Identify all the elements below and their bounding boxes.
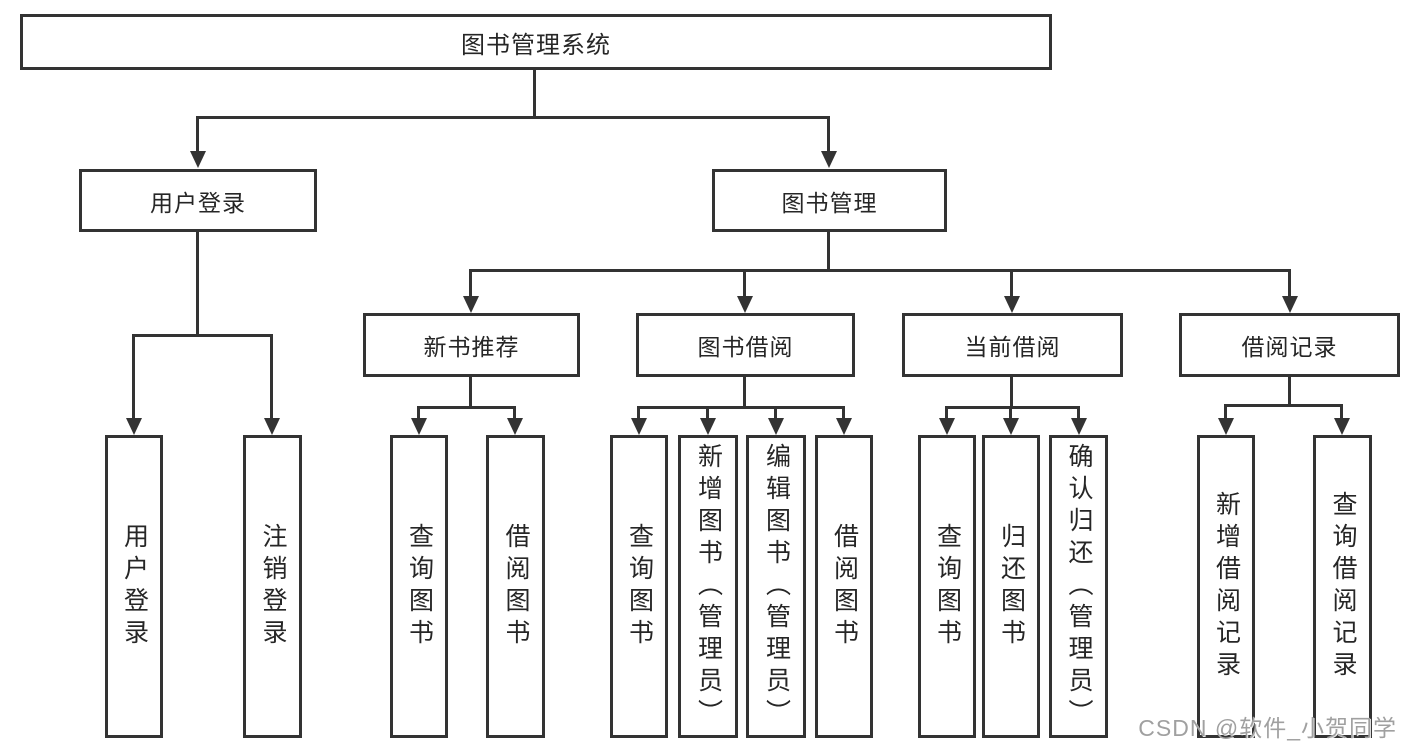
leaf-cb-return-books-label: 归还图书 bbox=[997, 522, 1026, 651]
connector-level2-horizontal bbox=[196, 116, 830, 119]
leaf-nb-borrow-books: 借阅图书 bbox=[486, 435, 545, 738]
node-user-login-label: 用户登录 bbox=[150, 189, 246, 216]
node-root: 图书管理系统 bbox=[20, 14, 1052, 70]
connector-user-login-stem bbox=[196, 232, 199, 336]
connector-arrow-user-login bbox=[196, 116, 199, 151]
connector-borrow-records-stem bbox=[1288, 377, 1291, 406]
node-book-borrow-label: 图书借阅 bbox=[697, 334, 794, 360]
connector-arrow-borrow-records bbox=[1288, 269, 1291, 296]
connector-book-management-stem bbox=[827, 232, 830, 271]
leaf-bb-add-books-admin-label: 新增图书（管理员） bbox=[694, 442, 723, 731]
connector-book-borrow-horizontal bbox=[637, 406, 845, 409]
connector-new-book-stem bbox=[469, 377, 472, 408]
connector-arrow-cb-confirm bbox=[1077, 406, 1080, 418]
connector-arrow-bb-edit bbox=[774, 406, 777, 418]
watermark: CSDN @软件_小贺同学 bbox=[1138, 715, 1397, 741]
connector-arrow-login-leaf bbox=[132, 334, 135, 418]
connector-current-borrow-horizontal bbox=[945, 406, 1079, 409]
leaf-cb-query-books: 查询图书 bbox=[918, 435, 976, 738]
node-user-login: 用户登录 bbox=[79, 169, 317, 232]
leaf-br-add-record: 新增借阅记录 bbox=[1197, 435, 1255, 738]
connector-arrow-logout-leaf bbox=[270, 334, 273, 418]
node-root-label: 图书管理系统 bbox=[461, 31, 611, 59]
connector-user-login-horizontal bbox=[132, 334, 273, 337]
leaf-cb-confirm-return-admin-label: 确认归还（管理员） bbox=[1065, 442, 1093, 731]
node-borrow-records: 借阅记录 bbox=[1179, 313, 1400, 377]
connector-arrow-br-query bbox=[1340, 404, 1343, 418]
leaf-cb-query-books-label: 查询图书 bbox=[933, 522, 962, 651]
node-borrow-records-label: 借阅记录 bbox=[1241, 334, 1338, 360]
connector-arrow-bb-borrow bbox=[842, 406, 845, 418]
leaf-bb-edit-books-admin: 编辑图书（管理员） bbox=[746, 435, 806, 738]
leaf-logout: 注销登录 bbox=[243, 435, 302, 738]
connector-arrow-bb-query bbox=[637, 406, 640, 418]
node-book-management: 图书管理 bbox=[712, 169, 947, 232]
connector-arrow-cb-query bbox=[945, 406, 948, 418]
leaf-cb-confirm-return-admin: 确认归还（管理员） bbox=[1049, 435, 1108, 738]
node-new-book-recommend: 新书推荐 bbox=[363, 313, 580, 377]
connector-arrow-br-add bbox=[1224, 404, 1227, 418]
connector-book-borrow-stem bbox=[743, 377, 746, 408]
leaf-nb-query-books-label: 查询图书 bbox=[405, 522, 434, 651]
leaf-bb-query-books-label: 查询图书 bbox=[625, 522, 654, 651]
connector-arrow-current-borrow bbox=[1010, 269, 1013, 296]
connector-arrow-bb-add bbox=[706, 406, 709, 418]
leaf-br-query-record-label: 查询借阅记录 bbox=[1329, 490, 1357, 683]
node-book-management-label: 图书管理 bbox=[781, 189, 878, 216]
node-current-borrow: 当前借阅 bbox=[902, 313, 1123, 377]
leaf-bb-query-books: 查询图书 bbox=[610, 435, 668, 738]
node-book-borrow: 图书借阅 bbox=[636, 313, 855, 377]
leaf-br-query-record: 查询借阅记录 bbox=[1313, 435, 1372, 738]
connector-arrow-nb-borrow bbox=[513, 406, 516, 418]
leaf-logout-label: 注销登录 bbox=[259, 522, 287, 651]
leaf-nb-query-books: 查询图书 bbox=[390, 435, 448, 738]
leaf-user-login: 用户登录 bbox=[105, 435, 163, 738]
connector-arrow-cb-return bbox=[1009, 406, 1012, 418]
connector-current-borrow-stem bbox=[1010, 377, 1013, 408]
leaf-bb-borrow-books-label: 借阅图书 bbox=[830, 522, 859, 651]
connector-arrow-nb-query bbox=[417, 406, 420, 418]
leaf-bb-borrow-books: 借阅图书 bbox=[815, 435, 873, 738]
leaf-user-login-label: 用户登录 bbox=[120, 522, 149, 651]
connector-arrow-book-management bbox=[827, 116, 830, 151]
connector-level3-horizontal bbox=[469, 269, 1291, 272]
leaf-bb-add-books-admin: 新增图书（管理员） bbox=[678, 435, 738, 738]
connector-borrow-records-horizontal bbox=[1224, 404, 1343, 407]
connector-root-stem bbox=[533, 70, 536, 118]
connector-new-book-horizontal bbox=[417, 406, 516, 409]
leaf-br-add-record-label: 新增借阅记录 bbox=[1212, 490, 1241, 683]
leaf-cb-return-books: 归还图书 bbox=[982, 435, 1040, 738]
connector-arrow-new-book-recommend bbox=[469, 269, 472, 296]
node-new-book-recommend-label: 新书推荐 bbox=[423, 334, 520, 360]
leaf-nb-borrow-books-label: 借阅图书 bbox=[502, 522, 530, 651]
node-current-borrow-label: 当前借阅 bbox=[964, 334, 1061, 360]
connector-arrow-book-borrow bbox=[743, 269, 746, 296]
leaf-bb-edit-books-admin-label: 编辑图书（管理员） bbox=[762, 442, 791, 731]
